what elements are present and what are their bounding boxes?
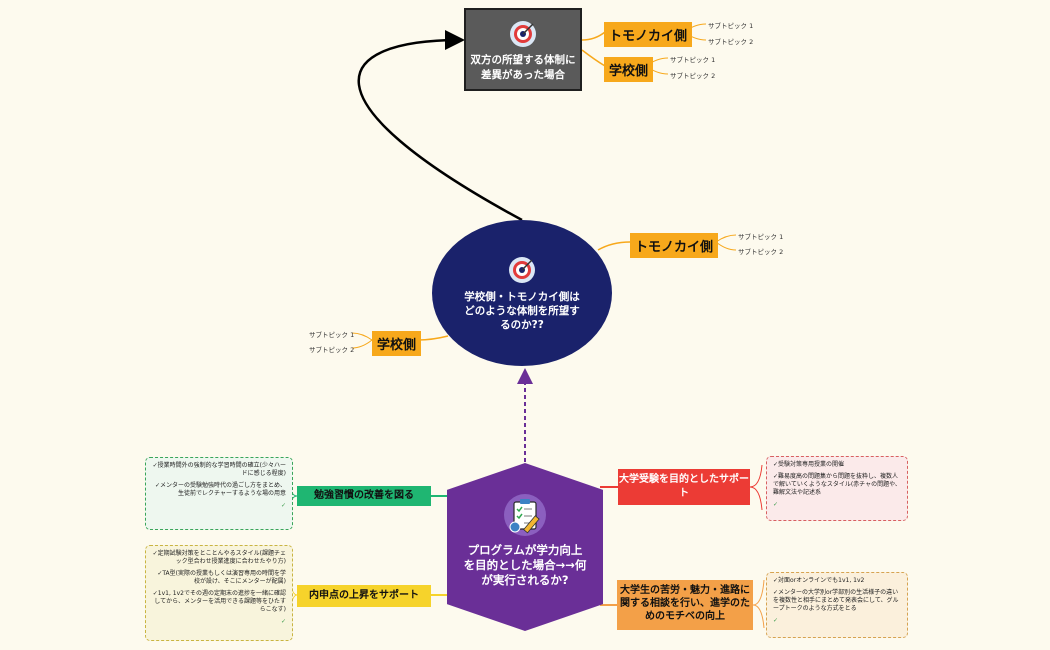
root-node[interactable]: プログラムが学力向上を目的とした場合→→何が実行されるか? [447,463,603,631]
center-branch-tomonokai-sub-2[interactable]: サブトピック 2 [738,248,784,256]
note-exam-support[interactable]: ✓受験対策専用授業の開催 ✓難易度高の問題集から問題を抜粋し、複数人で解いていく… [766,456,908,521]
note-item: ✓ [773,617,779,624]
note-item: ✓難易度高の問題集から問題を抜粋し、複数人で解いていくようなスタイル(赤チャの問… [773,473,901,496]
note-study-habits[interactable]: ✓授業時間外の強制的な学習時間の確立(少々ハードに感じる程度) ✓メンターの受験… [145,457,293,530]
note-item: ✓授業時間外の強制的な学習時間の確立(少々ハードに感じる程度) [152,462,286,477]
top-node[interactable]: 双方の所望する体制に差異があった場合 [464,8,582,91]
target-icon [509,20,537,48]
note-item: ✓TA型(実際の授業もしくは演習専用の時間を学校が設け、そこにメンターが配属) [157,570,286,585]
center-branch-tomonokai[interactable]: トモノカイ側 [630,233,719,258]
branch-study-habits[interactable]: 勉強習慣の改善を図る [297,486,431,506]
note-item: ✓ [773,501,779,508]
note-item: ✓対面orオンラインでも1v1, 1v2 [773,577,865,584]
top-branch-school[interactable]: 学校側 [604,57,654,82]
note-item: ✓ [280,618,286,625]
note-item: ✓定期試験対策をとことんやるスタイル(課題チェック型合わせ授業進度に合わせたやり… [152,550,286,565]
center-branch-school-sub-1[interactable]: サブトピック 1 [309,331,355,339]
note-item: ✓受験対策専用授業の開催 [773,461,845,468]
branch-motivation[interactable]: 大学生の苦労・魅力・進路に関する相談を行い、進学のためのモチベの向上 [617,580,753,630]
branch-grade-support[interactable]: 内申点の上昇をサポート [297,585,431,607]
center-branch-tomonokai-sub-1[interactable]: サブトピック 1 [738,233,784,241]
center-node[interactable]: 学校側・トモノカイ側はどのような体制を所望するのか?? [432,220,612,366]
branch-exam-support[interactable]: 大学受験を目的としたサポート [618,469,750,505]
root-node-title: プログラムが学力向上を目的とした場合→→何が実行されるか? [463,543,587,587]
note-grade-support[interactable]: ✓定期試験対策をとことんやるスタイル(課題チェック型合わせ授業進度に合わせたやり… [145,545,293,641]
checklist-icon [503,493,547,537]
note-item: ✓メンターの大学別or学部別の生活様子の違いを複数性と相手にまとめて発表会にして… [773,589,899,612]
top-branch-tomonokai-sub-2[interactable]: サブトピック 2 [708,38,754,46]
top-arrow [357,30,523,222]
target-icon [508,256,536,284]
note-item: ✓1v1, 1v2でその週の定期末の進捗を一緒に確認してから、メンターを活用でき… [152,590,286,613]
center-branch-school[interactable]: 学校側 [372,331,422,356]
top-branch-school-sub-1[interactable]: サブトピック 1 [670,56,716,64]
top-branch-school-sub-2[interactable]: サブトピック 2 [670,72,716,80]
top-branch-tomonokai[interactable]: トモノカイ側 [604,22,693,47]
top-branch-tomonokai-sub-1[interactable]: サブトピック 1 [708,22,754,30]
center-branch-school-sub-2[interactable]: サブトピック 2 [309,346,355,354]
note-item: ✓メンターの受験勉強時代の過ごし方をまとめ、生徒前でレクチャーするような場の用意 [154,482,286,497]
note-item: ✓ [280,502,286,509]
center-node-title: 学校側・トモノカイ側はどのような体制を所望するのか?? [464,291,580,331]
top-node-title: 双方の所望する体制に差異があった場合 [470,54,576,81]
note-motivation[interactable]: ✓対面orオンラインでも1v1, 1v2 ✓メンターの大学別or学部別の生活様子… [766,572,908,638]
